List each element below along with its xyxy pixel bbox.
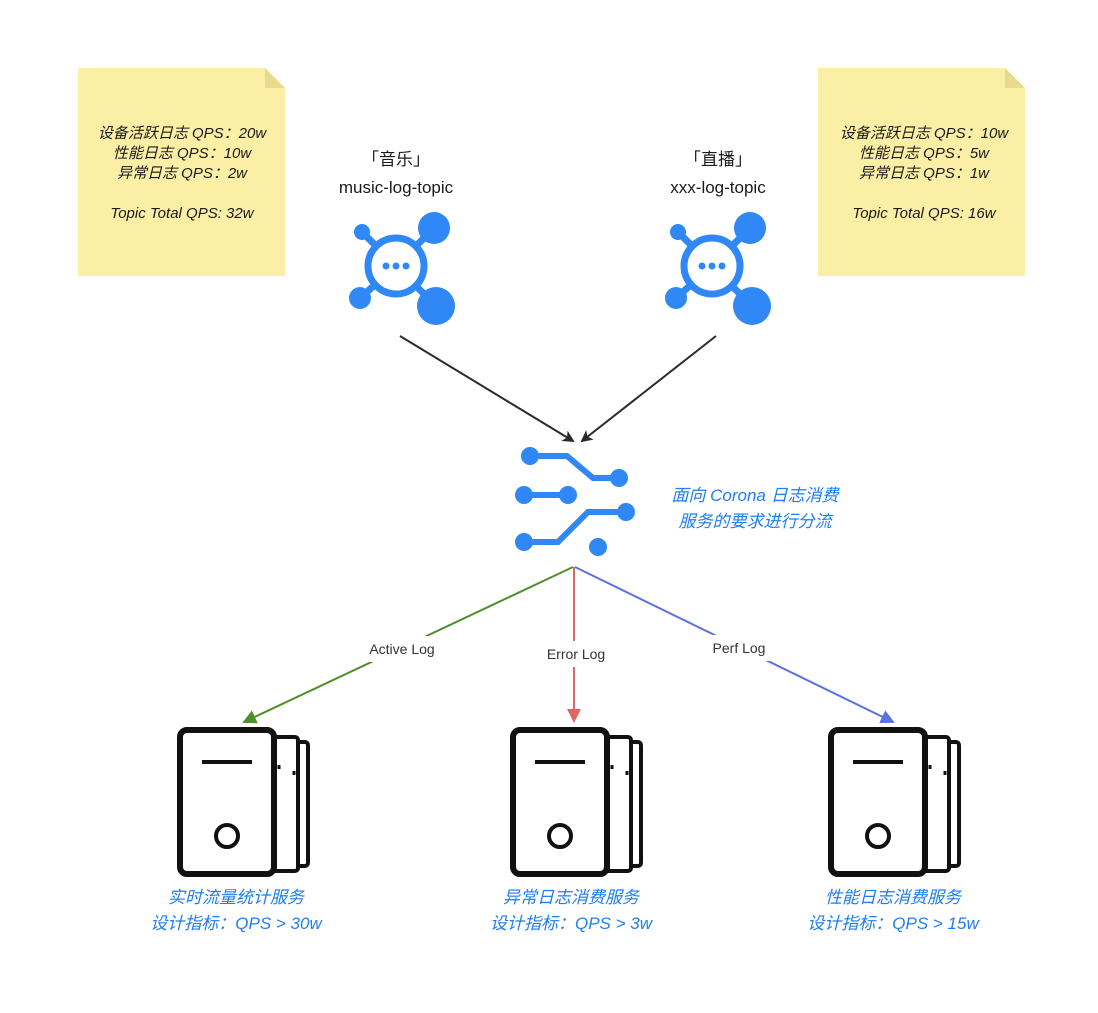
- router-split-icon: [515, 447, 635, 556]
- server-icon: [831, 730, 959, 874]
- router-label-line1: 面向 Corona 日志消费: [671, 486, 840, 505]
- note-line: 设备活跃日志 QPS：10w: [840, 125, 1010, 142]
- server-icon: [180, 730, 308, 874]
- note-total: Topic Total QPS: 32w: [110, 205, 254, 222]
- note-line: 性能日志 QPS：5w: [859, 145, 990, 162]
- qps-note-right: 设备活跃日志 QPS：10w 性能日志 QPS：5w 异常日志 QPS：1w T…: [818, 68, 1025, 276]
- service-target: 设计指标：QPS > 3w: [490, 914, 654, 933]
- service-name: 实时流量统计服务: [168, 888, 306, 907]
- note-line: 异常日志 QPS：2w: [117, 165, 248, 182]
- topic-right-id: xxx-log-topic: [670, 178, 766, 197]
- topic-right-name: 「直播」: [684, 150, 752, 169]
- note-total: Topic Total QPS: 16w: [852, 205, 996, 222]
- service-name: 异常日志消费服务: [503, 888, 641, 907]
- service-name: 性能日志消费服务: [825, 888, 963, 907]
- topic-left-id: music-log-topic: [339, 178, 454, 197]
- error-log-label: Error Log: [547, 646, 605, 662]
- perf-log-label: Perf Log: [713, 640, 766, 656]
- topic-left-name: 「音乐」: [362, 150, 430, 169]
- note-line: 性能日志 QPS：10w: [113, 145, 253, 162]
- topic-hub-icon: [349, 212, 455, 325]
- qps-note-left: 设备活跃日志 QPS：20w 性能日志 QPS：10w 异常日志 QPS：2w …: [78, 68, 285, 276]
- active-log-label: Active Log: [369, 641, 434, 657]
- note-line: 设备活跃日志 QPS：20w: [98, 125, 268, 142]
- service-target: 设计指标：QPS > 30w: [150, 914, 323, 933]
- input-arrow-left: [399, 335, 575, 443]
- topic-hub-icon: [665, 212, 771, 325]
- router-label-line2: 服务的要求进行分流: [679, 512, 835, 531]
- note-line: 异常日志 QPS：1w: [859, 165, 990, 182]
- service-target: 设计指标：QPS > 15w: [807, 914, 980, 933]
- server-icon: [513, 730, 641, 874]
- input-arrow-right: [580, 335, 717, 443]
